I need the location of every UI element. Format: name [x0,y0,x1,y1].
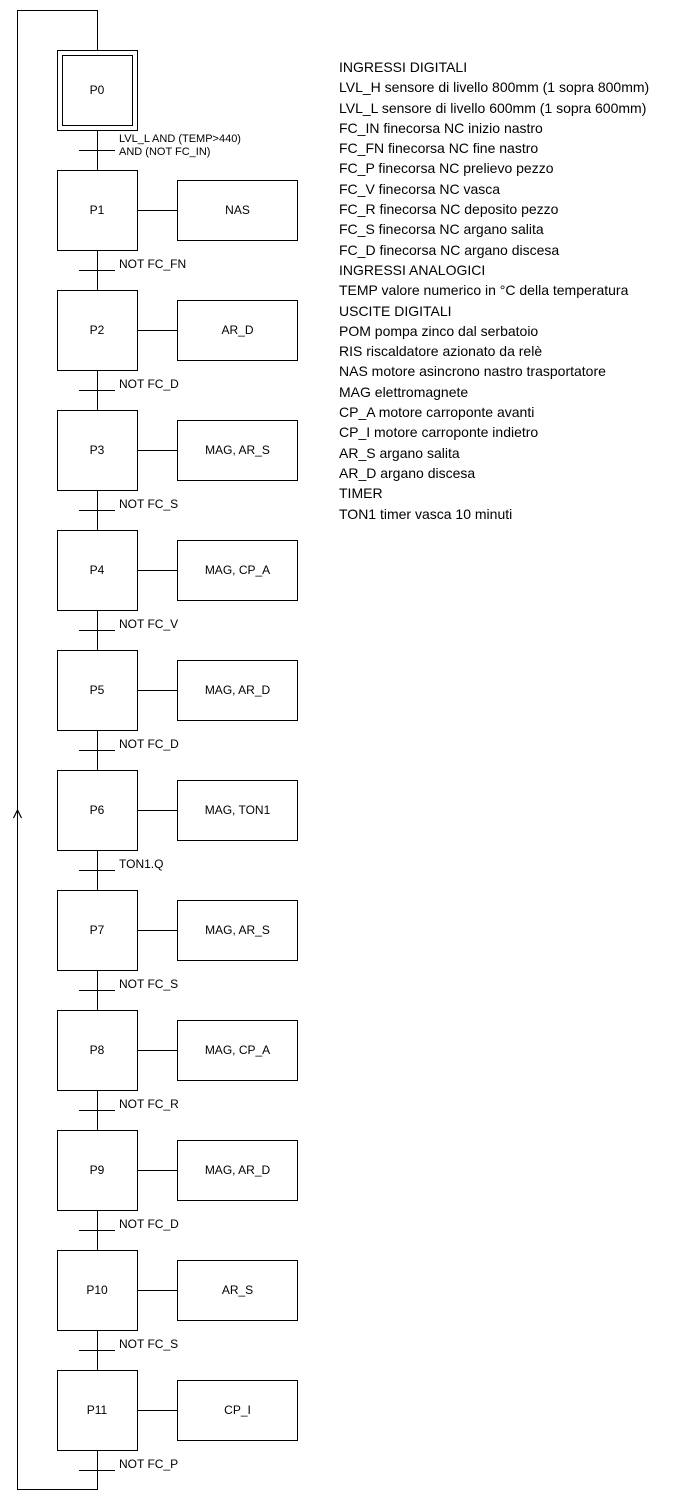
step-label: P6 [90,803,105,817]
action-label: NAS [225,203,250,217]
legend-item: FC_D finecorsa NC argano discesa [339,241,560,258]
action-box [177,660,298,721]
transition-condition: NOT FC_S [119,1337,178,1351]
legend-item: TIMER [339,485,383,502]
action-label: CP_I [224,1403,251,1417]
legend-item: NAS motore asincrono nastro trasportator… [339,363,606,380]
action-box [177,300,298,361]
step-p8: P8 MAG, CP_A NOT FC_R [57,1010,298,1130]
action-box [177,540,298,601]
action-label: MAG, CP_A [205,563,270,577]
step-p7: P7 MAG, AR_S NOT FC_S [57,890,298,1010]
action-box [177,180,298,241]
transition-condition: NOT FC_D [119,377,179,391]
legend-item: FC_V finecorsa NC vasca [339,180,501,197]
initial-step-inner-box [62,55,133,126]
action-box [177,420,298,481]
transition-condition: NOT FC_D [119,1217,179,1231]
action-box [177,1140,298,1201]
transition-condition: NOT FC_S [119,977,178,991]
legend-item: POM pompa zinco dal serbatoio [339,322,539,339]
legend-item: TEMP valore numerico in °C della tempera… [339,282,629,299]
legend-item: FC_IN finecorsa NC inizio nastro [339,119,543,136]
legend-item: AR_S argano salita [339,444,460,461]
action-box [177,1380,298,1441]
step-label: P9 [90,1163,105,1177]
legend-item: USCITE DIGITALI [339,302,452,319]
signal-legend: INGRESSI DIGITALI LVL_H sensore di livell… [339,57,649,524]
step-p9: P9 MAG, AR_D NOT FC_D [57,1130,298,1250]
step-p4: P4 MAG, CP_A NOT FC_V [57,530,298,650]
legend-item: MAG elettromagnete [339,383,469,400]
step-label: P3 [90,443,105,457]
step-p1: P1 NAS NOT FC_FN [57,170,298,290]
transition-condition: TON1.Q [119,857,163,871]
legend-item: FC_P finecorsa NC prelievo pezzo [339,160,554,177]
step-p5: P5 MAG, AR_D NOT FC_D [57,650,298,770]
transition-condition: LVL_L AND (TEMP>440)AND (NOT FC_IN) [119,133,241,158]
action-label: MAG, AR_S [205,443,270,457]
legend-item: TON1 timer vasca 10 minuti [339,505,513,522]
step-p3: P3 MAG, AR_S NOT FC_S [57,410,298,530]
action-label: MAG, AR_D [205,683,271,697]
action-label: MAG, AR_S [205,923,270,937]
legend-item: AR_D argano discesa [339,464,476,481]
step-p2: P2 AR_D NOT FC_D [57,290,298,410]
legend-item: FC_R finecorsa NC deposito pezzo [339,201,559,218]
legend-item: FC_FN finecorsa NC fine nastro [339,140,539,157]
transition-condition: NOT FC_D [119,737,179,751]
legend-item: INGRESSI ANALOGICI [339,261,486,278]
legend-item: CP_I motore carroponte indietro [339,424,539,441]
action-box [177,900,298,961]
up-arrow-icon [12,808,23,819]
legend-item: RIS riscaldatore azionato da relè [339,343,543,360]
legend-item: LVL_H sensore di livello 800mm (1 sopra … [339,79,650,96]
step-label: P7 [90,923,105,937]
step-label: P0 [90,83,105,97]
transition-condition: NOT FC_R [119,1097,179,1111]
legend-item: LVL_L sensore di livello 600mm (1 sopra … [339,99,647,116]
action-label: MAG, CP_A [205,1043,270,1057]
transition-condition: NOT FC_P [119,1457,178,1471]
step-p11: P11 CP_I NOT FC_P [57,1370,298,1490]
action-label: AR_D [221,323,253,337]
action-label: MAG, TON1 [205,803,271,817]
transition-condition: NOT FC_S [119,497,178,511]
step-p10: P10 AR_S NOT FC_S [57,1250,298,1370]
legend-item: CP_A motore carroponte avanti [339,404,535,421]
loop-back-line [17,10,98,1490]
step-label: P5 [90,683,105,697]
action-box [177,1260,298,1321]
transition-condition: NOT FC_V [119,617,178,631]
legend-item: INGRESSI DIGITALI [339,59,468,75]
step-label: P10 [86,1283,108,1297]
step-label: P1 [90,203,105,217]
action-box [177,780,298,841]
action-label: AR_S [222,1283,253,1297]
step-label: P11 [87,1403,108,1417]
action-label: MAG, AR_D [205,1163,271,1177]
transition-condition: NOT FC_FN [119,257,186,271]
step-label: P4 [90,563,105,577]
legend-item: FC_S finecorsa NC argano salita [339,221,544,238]
step-label: P8 [90,1043,105,1057]
step-label: P2 [90,323,105,337]
action-box [177,1020,298,1081]
